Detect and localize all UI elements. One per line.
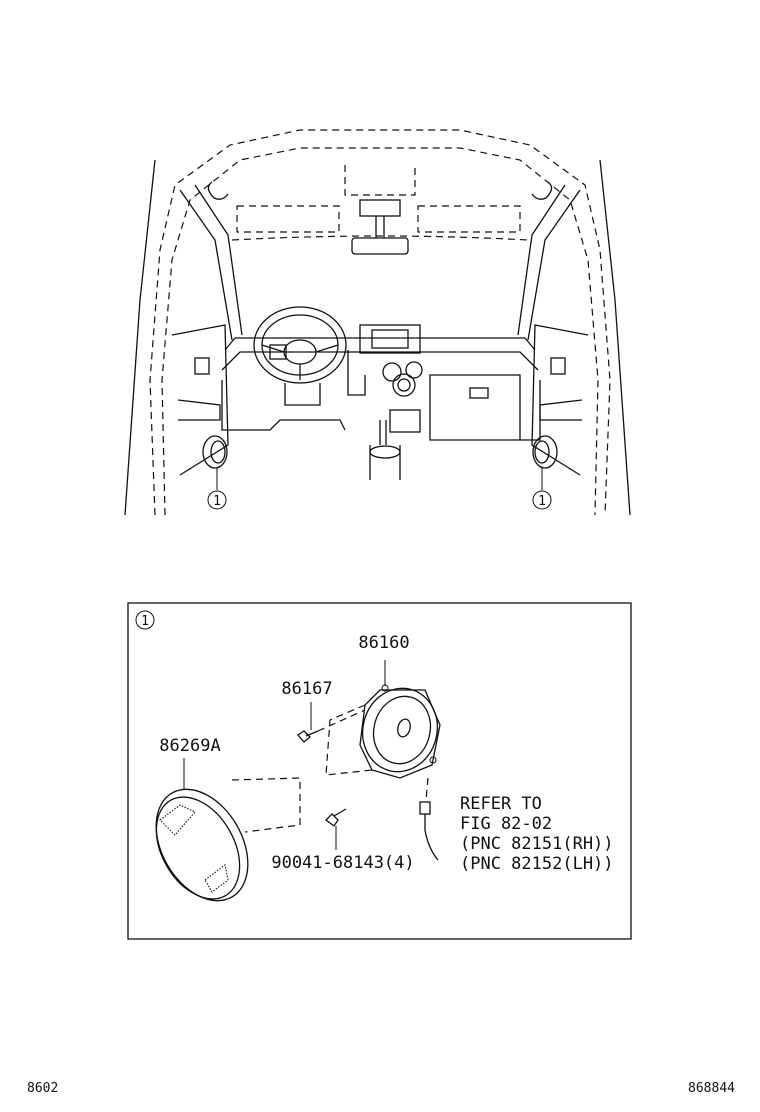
callout-marker-right: 1 bbox=[532, 490, 552, 510]
label-clip: 90041-68143(4) bbox=[271, 853, 414, 873]
refer-line-4: (PNC 82152(LH)) bbox=[460, 854, 614, 874]
refer-line-3: (PNC 82151(RH)) bbox=[460, 834, 614, 854]
label-speaker: 86160 bbox=[358, 633, 409, 653]
label-grille: 86269A bbox=[159, 736, 220, 756]
footer-left-code: 8602 bbox=[27, 1081, 58, 1096]
speaker-part bbox=[325, 660, 441, 779]
detail-marker: 1 bbox=[141, 614, 149, 629]
refer-line-2: FIG 82-02 bbox=[460, 814, 552, 834]
grille-part bbox=[155, 758, 301, 902]
vehicle-interior-view bbox=[124, 129, 631, 516]
detail-box: 1 bbox=[127, 602, 632, 940]
screw-part bbox=[297, 702, 366, 743]
footer-right-code: 868844 bbox=[688, 1081, 735, 1096]
refer-line-1: REFER TO bbox=[460, 794, 542, 814]
clip-part bbox=[325, 808, 347, 850]
connector-wire bbox=[419, 777, 439, 861]
label-screw: 86167 bbox=[281, 679, 332, 699]
callout-marker-left: 1 bbox=[207, 490, 227, 510]
svg-text:1: 1 bbox=[538, 494, 546, 509]
svg-text:1: 1 bbox=[213, 494, 221, 509]
